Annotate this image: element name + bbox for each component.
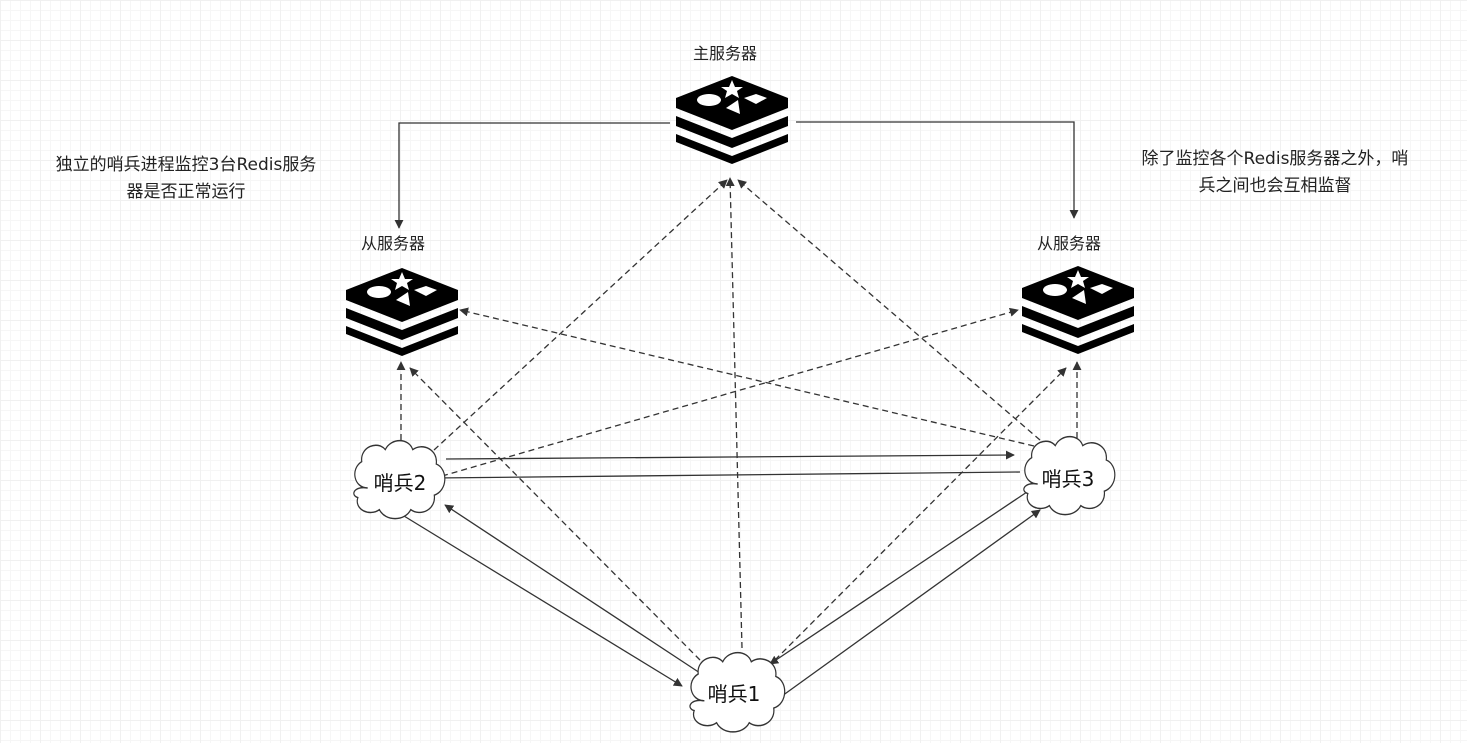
sentinel-3-label: 哨兵3 xyxy=(1041,467,1095,491)
slave-right-server-icon xyxy=(1022,266,1134,354)
edge-s1-to-slave-left xyxy=(409,367,701,661)
sentinel-2-label: 哨兵2 xyxy=(373,471,427,495)
edge-s2-to-s1 xyxy=(403,515,683,687)
master-server-icon xyxy=(676,76,788,164)
edge-s3-to-slave-left xyxy=(459,307,1035,447)
edge-s1-to-master xyxy=(725,177,743,649)
edge-s2-to-s3 xyxy=(445,450,1015,460)
edge-s3-to-s1 xyxy=(769,489,1031,665)
note-left-line-2: 器是否正常运行 xyxy=(126,182,246,202)
edge-s2-to-slave-right xyxy=(441,307,1019,477)
edge-s3-to-master xyxy=(737,179,1041,441)
monitoring-edges xyxy=(396,177,1082,661)
note-right-line-2: 兵之间也会互相监督 xyxy=(1198,176,1352,196)
sentinel-edges xyxy=(403,450,1041,697)
sentinel-1-label: 哨兵1 xyxy=(707,682,761,706)
edge-s1-to-s3 xyxy=(781,509,1041,697)
edge-master-to-slave-left xyxy=(394,122,670,229)
edge-master-to-slave-right xyxy=(796,121,1079,219)
slave-left-label: 从服务器 xyxy=(361,234,426,253)
edge-s1-to-s2 xyxy=(444,504,701,674)
master-label: 主服务器 xyxy=(693,44,758,63)
note-right-line-1: 除了监控各个Redis服务器之外，哨 xyxy=(1141,149,1409,169)
edge-s2-to-master xyxy=(433,179,728,451)
note-left: 独立的哨兵进程监控3台Redis服务 器是否正常运行 xyxy=(28,152,344,206)
master-replication-edges xyxy=(394,121,1079,229)
edge-s3-to-s2 xyxy=(433,471,1021,483)
slave-left-server-icon xyxy=(346,268,458,356)
note-right: 除了监控各个Redis服务器之外，哨 兵之间也会互相监督 xyxy=(1110,146,1440,200)
slave-right-label: 从服务器 xyxy=(1037,234,1102,253)
note-left-line-1: 独立的哨兵进程监控3台Redis服务 xyxy=(55,155,317,175)
edge-s1-to-slave-right xyxy=(774,367,1067,661)
